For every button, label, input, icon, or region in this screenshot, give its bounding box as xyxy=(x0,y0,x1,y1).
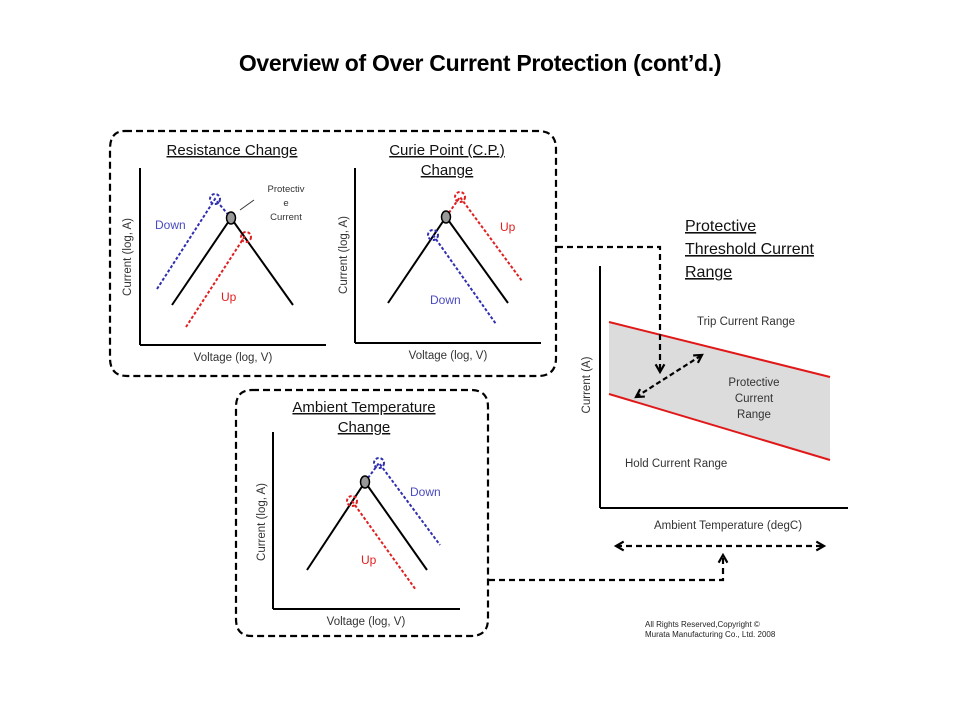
up-label: Up xyxy=(500,220,516,234)
annotation-line-1: Protectiv xyxy=(268,184,305,195)
threshold-title-line-1: Protective xyxy=(685,218,756,235)
y-axis-label: Current (log, A) xyxy=(256,483,268,561)
down-label: Down xyxy=(430,293,461,307)
up-curve xyxy=(185,235,246,328)
down-label: Down xyxy=(410,485,441,499)
hold-range-label: Hold Current Range xyxy=(625,458,727,470)
down-peak-marker xyxy=(373,457,385,469)
curie-point-panel: Curie Point (C.P.) Change Up Down Voltag… xyxy=(338,142,541,362)
copyright-notice: All Rights Reserved,Copyright © Murata M… xyxy=(645,620,775,640)
threshold-title-line-2: Threshold Current xyxy=(685,241,815,258)
band-label-line-3: Range xyxy=(737,409,771,421)
top-group-connector-arrow xyxy=(557,245,666,375)
annotation-line-3: Current xyxy=(270,212,302,223)
nominal-curve xyxy=(387,215,509,304)
trip-threshold-line xyxy=(608,321,831,378)
protective-current-band xyxy=(609,322,830,460)
band-label-line-2: Current xyxy=(735,393,774,405)
hold-threshold-line xyxy=(608,393,831,461)
band-label-line-1: Protective xyxy=(728,377,779,389)
bottom-group-box xyxy=(234,388,490,638)
resistance-title: Resistance Change xyxy=(167,142,298,159)
x-axis-label: Voltage (log, V) xyxy=(409,350,488,362)
up-peak-marker xyxy=(240,231,252,243)
page-title: Overview of Over Current Protection (con… xyxy=(238,50,722,76)
copyright-line-2: Murata Manufacturing Co., Ltd. 2008 xyxy=(645,630,776,639)
y-axis-label: Current (log, A) xyxy=(122,218,134,296)
resistance-change-panel: Resistance Change Protectiv e Current Do… xyxy=(122,142,326,364)
y-axis-label: Current (log, A) xyxy=(338,216,350,294)
x-axis-label: Ambient Temperature (degC) xyxy=(654,520,802,532)
up-curve xyxy=(351,500,417,591)
annotation-line-2: e xyxy=(283,198,288,209)
y-axis-label: Current (A) xyxy=(581,356,593,413)
threshold-range-panel: Protective Threshold Current Range Trip … xyxy=(581,218,848,552)
threshold-title-line-3: Range xyxy=(685,264,732,281)
protective-current-point xyxy=(359,475,371,489)
down-curve xyxy=(156,197,232,290)
up-peak-marker xyxy=(346,495,358,507)
ambient-temperature-panel: Ambient Temperature Change Down Up Volta… xyxy=(256,399,460,628)
bottom-group-connector-arrow xyxy=(489,552,729,582)
top-group-box xyxy=(108,129,558,378)
down-peak-marker xyxy=(209,193,221,205)
down-curve xyxy=(432,234,497,325)
down-label: Down xyxy=(155,218,186,232)
down-curve xyxy=(364,461,441,546)
down-peak-marker xyxy=(427,229,439,241)
band-width-arrow xyxy=(634,353,704,399)
copyright-line-1: All Rights Reserved,Copyright © xyxy=(645,620,760,629)
curie-title-line-1: Curie Point (C.P.) xyxy=(389,142,505,159)
ambient-title-line-2: Change xyxy=(338,419,391,436)
x-axis-label: Voltage (log, V) xyxy=(194,352,273,364)
trip-range-label: Trip Current Range xyxy=(697,316,795,328)
protective-current-point xyxy=(225,211,237,225)
up-label: Up xyxy=(361,553,377,567)
ambient-title-line-1: Ambient Temperature xyxy=(292,399,435,416)
curie-title-line-2: Change xyxy=(421,162,474,179)
annotation-leader xyxy=(239,199,255,211)
up-label: Up xyxy=(221,290,237,304)
up-peak-marker xyxy=(454,191,466,203)
protective-current-point xyxy=(440,210,452,224)
x-axis-label: Voltage (log, V) xyxy=(327,616,406,628)
